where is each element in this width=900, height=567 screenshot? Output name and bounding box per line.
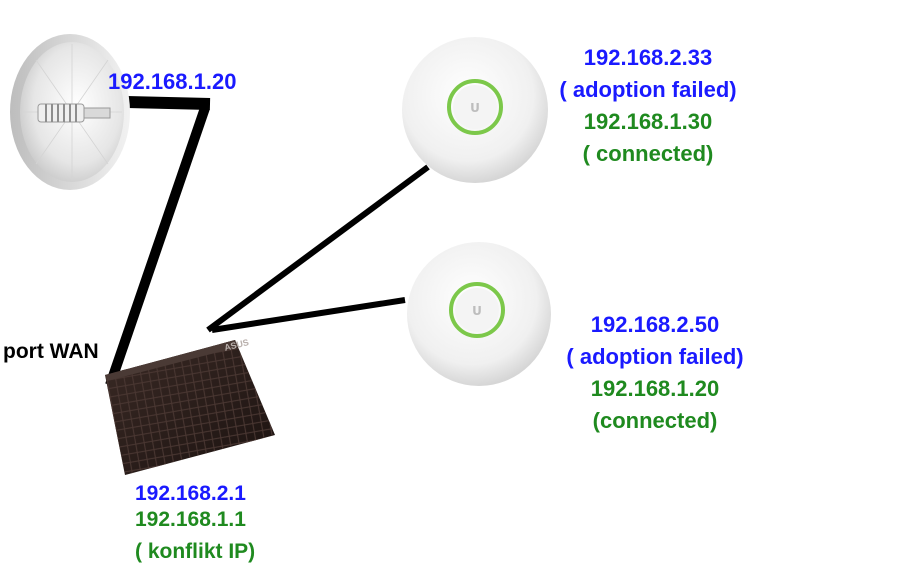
ap-top-status-secondary: ( connected) [582,141,714,166]
ap-top-ip-primary: 192.168.2.33 [583,45,713,70]
router-ip-secondary: 192.168.1.1 [135,508,246,531]
access-point-bottom-icon: U [407,242,551,386]
ap-top-ip-secondary: 192.168.1.30 [583,109,713,134]
cable-dish-horizontal [125,96,211,110]
ap-bottom-labels: 192.168.2.50 ( adoption failed) 192.168.… [550,309,760,437]
svg-text:U: U [472,304,482,318]
router-port-label: port WAN [3,340,99,363]
ap-bottom-status-secondary: (connected) [592,408,718,433]
ap-bottom-status-primary: ( adoption failed) [566,344,744,369]
access-point-top-icon: U [402,37,548,183]
ap-top-labels: 192.168.2.33 ( adoption failed) 192.168.… [545,42,751,170]
ap-bottom-ip-primary: 192.168.2.50 [590,312,720,337]
ap-top-status-primary: ( adoption failed) [559,77,737,102]
svg-text:U: U [470,101,480,115]
router-icon [105,340,275,475]
router-ip-primary: 192.168.2.1 [135,482,246,505]
router-conflict-note: ( konflikt IP) [135,540,256,563]
ap-bottom-ip-secondary: 192.168.1.20 [590,376,720,401]
antenna-dish-icon [10,34,130,190]
cable-router-to-ap-top [206,164,430,333]
cable-router-to-ap-bottom [211,297,406,333]
cable-dish-to-router [105,106,210,387]
dish-ip-label: 192.168.1.20 [108,69,237,94]
